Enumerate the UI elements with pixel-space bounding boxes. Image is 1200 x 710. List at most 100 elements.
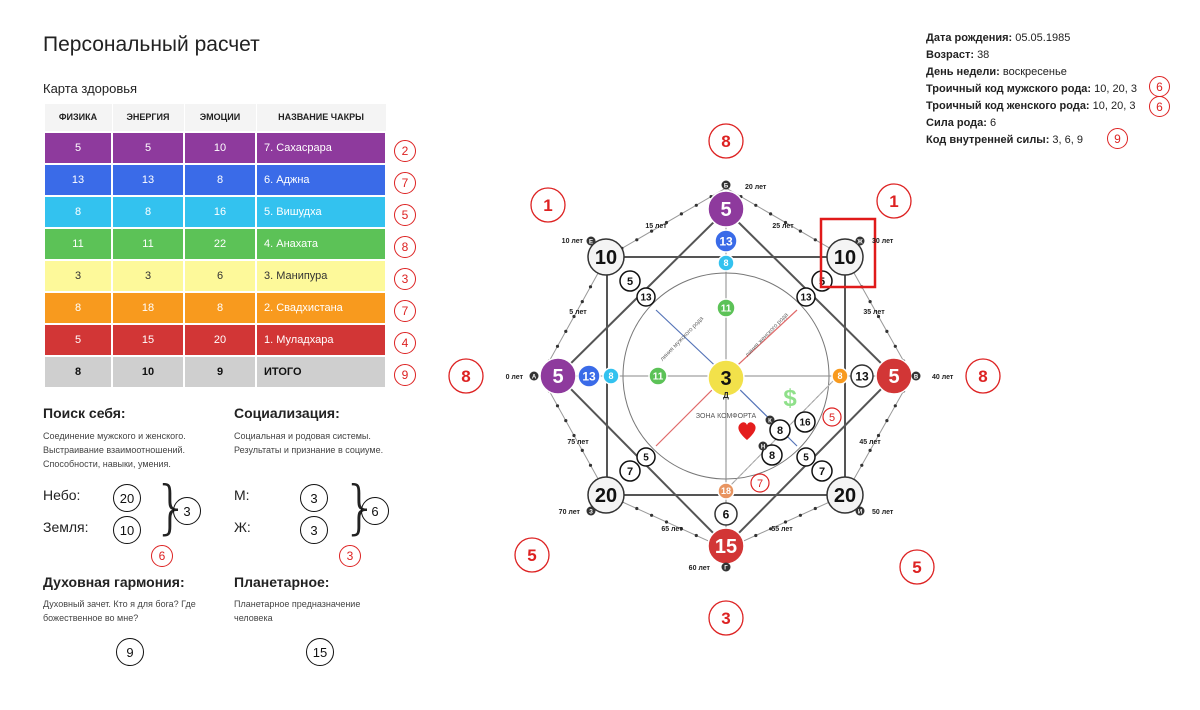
age-15: 15 лет bbox=[645, 223, 667, 230]
age-tick bbox=[635, 506, 639, 511]
search-sum: 3 bbox=[173, 497, 201, 525]
node-vertical-mid-circle bbox=[716, 298, 736, 318]
mark-bottom-right: 5 bbox=[912, 558, 921, 577]
mark-bottom-right-circle bbox=[899, 549, 935, 585]
age-tick bbox=[580, 300, 584, 304]
age-tick bbox=[868, 448, 872, 452]
node-tl-small: 5 bbox=[627, 276, 633, 288]
info-panel: Дата рождения: 05.05.1985 Возраст: 38 Де… bbox=[926, 30, 1137, 149]
cell-energy: 13 bbox=[111, 162, 185, 197]
age-55: 55 лет bbox=[771, 526, 793, 533]
node-br-small: 5 bbox=[803, 453, 809, 464]
cell-physics: 8 bbox=[43, 354, 113, 389]
inner-code-row: Код внутренней силы: 3, 6, 9 bbox=[926, 134, 1083, 146]
chakra-mark: 4 bbox=[394, 332, 416, 354]
female-line-caption: линия женского рода bbox=[745, 312, 790, 359]
node-top-inner2-circle bbox=[717, 254, 735, 272]
cell-energy: 5 bbox=[111, 130, 185, 165]
cell-name: 2. Свадхистана bbox=[255, 290, 387, 325]
mark-bottom-left: 5 bbox=[527, 546, 536, 565]
age-tick bbox=[893, 404, 897, 408]
male-label: М: bbox=[234, 487, 250, 503]
cell-name: 1. Муладхара bbox=[255, 322, 387, 357]
cell-emotions: 8 bbox=[183, 162, 257, 197]
letter-bottom-circle bbox=[721, 562, 731, 572]
male-value: 3 bbox=[300, 484, 328, 512]
age-tick bbox=[876, 433, 881, 438]
node-corner-br: 20 bbox=[834, 485, 856, 507]
female-code-mark: 6 bbox=[1149, 96, 1170, 117]
node-bl-small-circle bbox=[636, 447, 656, 467]
cell-name: 4. Анахата bbox=[255, 226, 387, 261]
female-label: Ж: bbox=[234, 519, 251, 535]
age-tick bbox=[876, 314, 881, 319]
node-top-inner-circle bbox=[714, 229, 738, 253]
cell-name: 5. Вишудха bbox=[255, 194, 387, 229]
cell-name: 6. Аджна bbox=[255, 162, 387, 197]
age-tick bbox=[798, 513, 803, 517]
cell-name: 3. Манипура bbox=[255, 258, 387, 293]
col-physics: ФИЗИКА bbox=[43, 103, 113, 132]
letter-br-circle bbox=[855, 506, 865, 516]
node-vertical-mid: 11 bbox=[721, 304, 732, 315]
socialization-title: Социализация: bbox=[234, 405, 340, 421]
node-bottom-inner2-circle bbox=[717, 482, 735, 500]
love-mark-circle bbox=[750, 473, 770, 493]
social-mark: 3 bbox=[339, 545, 361, 567]
heart-icon bbox=[738, 422, 756, 440]
cell-physics: 8 bbox=[43, 290, 113, 325]
matrix-label: Д bbox=[723, 391, 729, 400]
age-tick bbox=[664, 220, 669, 225]
mark-top-left-circle bbox=[530, 187, 566, 223]
mark-top-right-circle bbox=[876, 183, 912, 219]
letter-bottom: Г bbox=[724, 566, 728, 572]
cell-emotions: 22 bbox=[183, 226, 257, 261]
letter-top-circle bbox=[721, 180, 731, 190]
age-5: 5 лет bbox=[569, 309, 587, 316]
chakra-mark: 7 bbox=[394, 172, 416, 194]
node-bottom-inner2: 18 bbox=[721, 486, 731, 496]
node-corner-tl: 10 bbox=[595, 247, 617, 269]
mark-top: 8 bbox=[721, 132, 730, 151]
cell-emotions: 10 bbox=[183, 130, 257, 165]
cell-energy: 8 bbox=[111, 194, 185, 229]
node-tr-small2: 13 bbox=[800, 293, 812, 304]
cell-emotions: 8 bbox=[183, 290, 257, 325]
chakra-mark: 2 bbox=[394, 140, 416, 162]
mark-bottom-left-circle bbox=[514, 537, 550, 573]
node-center-circle bbox=[707, 359, 745, 397]
search-self-title: Поиск себя: bbox=[43, 405, 126, 421]
female-code-row: Троичный код женского рода: 10, 20, 3 bbox=[926, 100, 1136, 112]
mark-left-circle bbox=[448, 358, 484, 394]
age-tick bbox=[588, 463, 593, 467]
planetary-description: Планетарное предназначение человека bbox=[234, 599, 361, 623]
node-right: 5 bbox=[888, 366, 899, 388]
node-bottom-inner-circle bbox=[714, 502, 738, 526]
age-75: 75 лет bbox=[567, 439, 589, 446]
letter-left-circle bbox=[529, 371, 539, 381]
age-tick bbox=[694, 203, 698, 207]
age-tick bbox=[572, 314, 576, 319]
cell-emotions: 16 bbox=[183, 194, 257, 229]
sky-label: Небо: bbox=[43, 487, 81, 503]
cell-physics: 8 bbox=[43, 194, 113, 229]
node-tr-small2-circle bbox=[796, 287, 816, 307]
age-tick bbox=[694, 533, 698, 538]
node-br-small-circle bbox=[796, 447, 816, 467]
age-tick bbox=[885, 329, 889, 333]
sky-value: 20 bbox=[113, 484, 141, 512]
money-mark: 5 bbox=[829, 412, 835, 424]
male-line-caption: линия мужского рода bbox=[660, 315, 706, 362]
node-left-inner2: 8 bbox=[608, 371, 613, 381]
cell-physics: 5 bbox=[43, 322, 113, 357]
letter-tr: Ж bbox=[856, 240, 863, 246]
cell-energy: 11 bbox=[111, 226, 185, 261]
age-tick bbox=[813, 506, 817, 511]
